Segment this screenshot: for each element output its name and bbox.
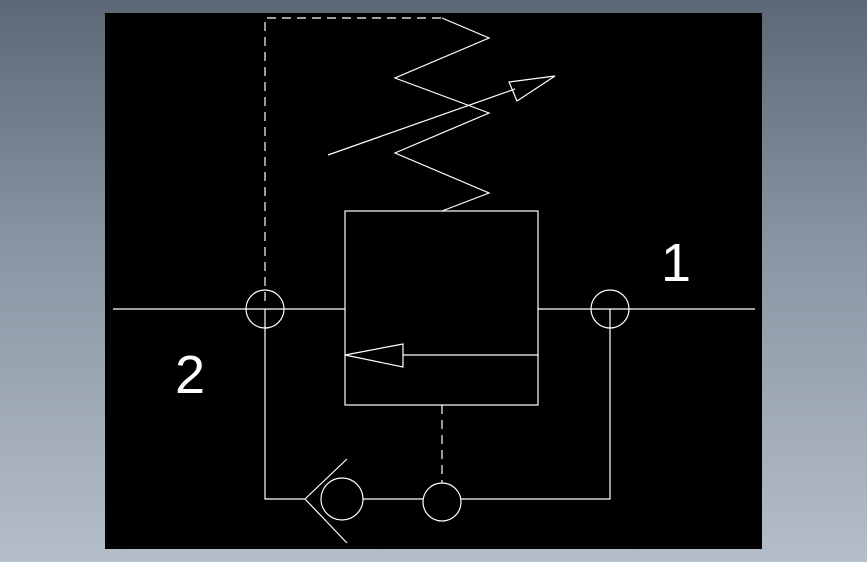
check-valve-ball-icon: [320, 477, 364, 521]
adjustable-arrow-line: [327, 88, 516, 156]
check-valve-seat-icon: [304, 458, 348, 544]
adjustable-arrow-head-icon: [508, 75, 556, 102]
drawing-canvas: 1 2: [105, 13, 762, 549]
valve-body: [344, 210, 539, 406]
port-2-label: 2: [175, 345, 205, 405]
junction-circle-bottom: [422, 482, 462, 522]
flow-arrow-head-icon: [344, 343, 404, 368]
spring-icon: [393, 17, 491, 212]
bypass-line-left: [264, 309, 305, 500]
bypass-line-right: [461, 309, 611, 500]
port-1-label: 1: [661, 233, 691, 293]
pilot-line-top: [264, 17, 442, 301]
hydraulic-valve-symbol: 1 2: [113, 17, 755, 544]
